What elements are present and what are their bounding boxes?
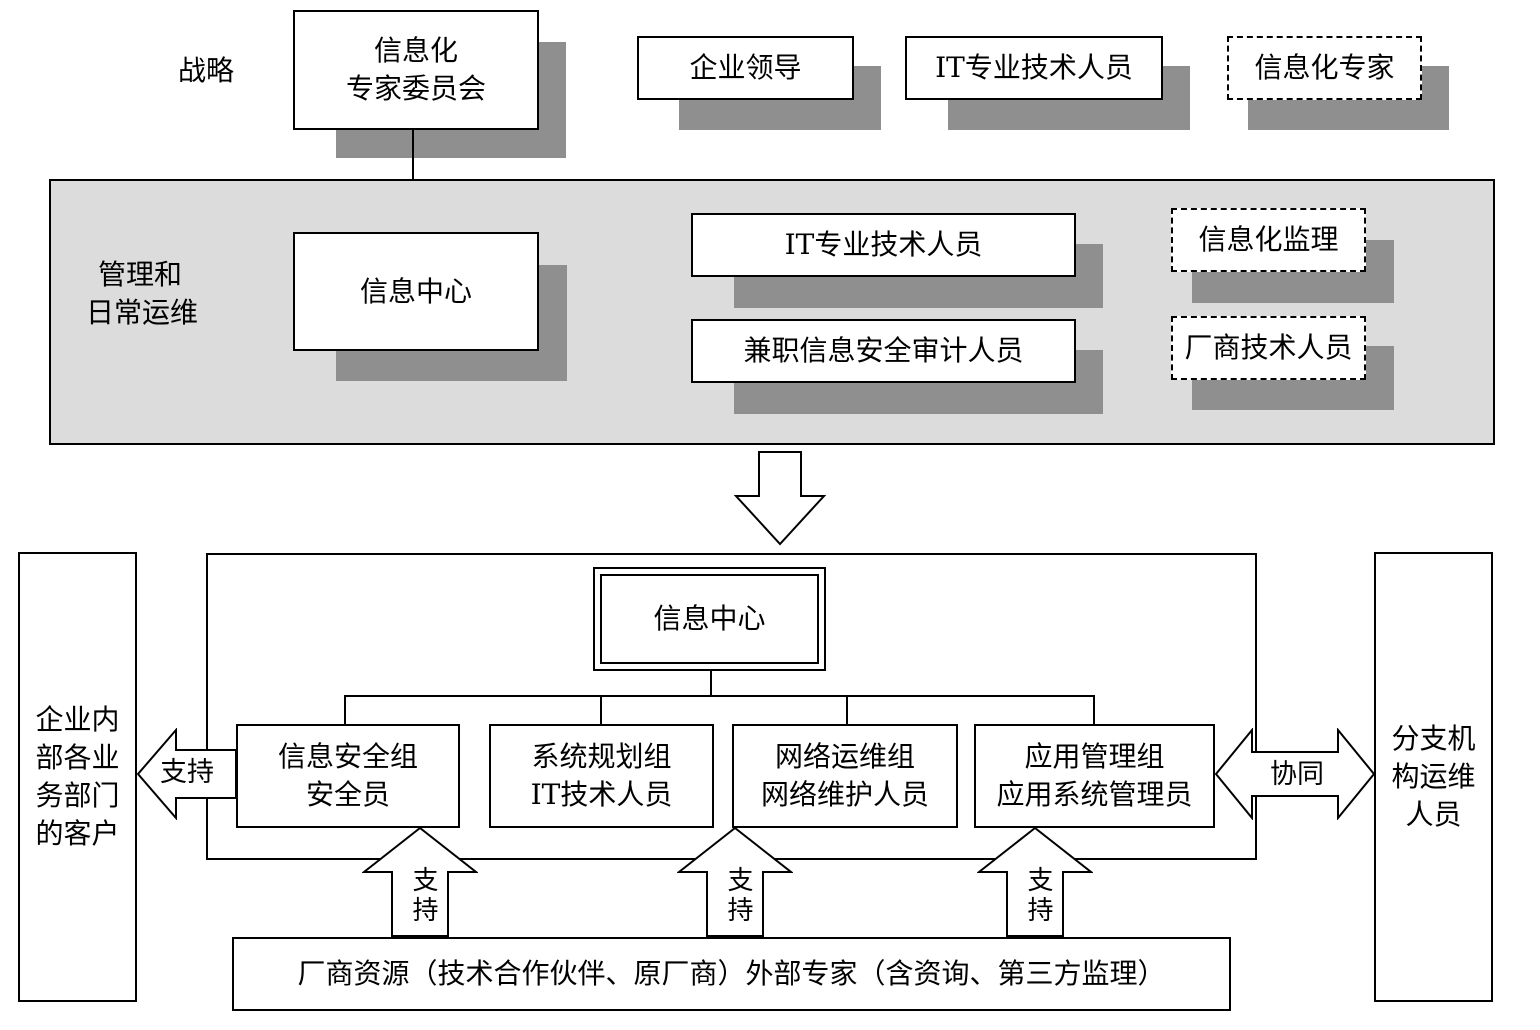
support-up-label-2: 支持 bbox=[723, 866, 753, 926]
branch-line3: 人员 bbox=[1405, 798, 1462, 831]
clients-line4: 的客户 bbox=[35, 817, 120, 850]
network-group-line2: 网络维护人员 bbox=[760, 778, 929, 811]
tree-trunk bbox=[710, 671, 712, 696]
application-group-box: 应用管理组 应用系统管理员 bbox=[974, 724, 1215, 828]
support-up-label-1: 支持 bbox=[408, 866, 438, 926]
clients-line3: 务部门 bbox=[35, 779, 120, 812]
support-up-arrow-1 bbox=[362, 826, 478, 937]
informatization-experts-box: 信息化专家 bbox=[1227, 36, 1422, 100]
planning-group-box: 系统规划组 IT技术人员 bbox=[489, 724, 714, 828]
branch-ops-box: 分支机 构运维 人员 bbox=[1374, 552, 1493, 1002]
clients-line1: 企业内 bbox=[35, 703, 120, 736]
business-clients-box: 企业内 部各业 务部门 的客户 bbox=[18, 552, 137, 1002]
enterprise-leaders-box: 企业领导 bbox=[637, 36, 854, 100]
security-group-line2: 安全员 bbox=[305, 778, 390, 811]
strategy-label: 战略 bbox=[178, 54, 235, 87]
tree-drop-2 bbox=[600, 695, 602, 725]
tree-bar bbox=[344, 695, 1094, 697]
strategy-it-staff-box: IT专业技术人员 bbox=[905, 36, 1163, 100]
support-up-arrow-3 bbox=[977, 826, 1093, 937]
committee-line1: 信息化 bbox=[373, 34, 458, 67]
application-group-line2: 应用系统管理员 bbox=[996, 778, 1193, 811]
clients-line2: 部各业 bbox=[35, 741, 120, 774]
committee-to-center-line bbox=[412, 130, 414, 214]
network-group-box: 网络运维组 网络维护人员 bbox=[732, 724, 958, 828]
planning-group-line2: IT技术人员 bbox=[530, 778, 673, 811]
mgmt-audit-staff-box: 兼职信息安全审计人员 bbox=[691, 319, 1076, 383]
support-up-arrow-2 bbox=[677, 826, 793, 937]
security-group-line1: 信息安全组 bbox=[277, 740, 418, 773]
management-label-line1: 管理和 bbox=[98, 258, 183, 291]
support-left-arrow bbox=[136, 728, 237, 820]
network-group-line1: 网络运维组 bbox=[774, 740, 915, 773]
mgmt-info-center-box: 信息中心 bbox=[293, 232, 539, 351]
vendor-tech-staff-box: 厂商技术人员 bbox=[1171, 316, 1366, 380]
informatization-supervision-box: 信息化监理 bbox=[1171, 208, 1366, 272]
external-resources-box: 厂商资源（技术合作伙伴、原厂商）外部专家（含资询、第三方监理） bbox=[232, 937, 1231, 1011]
expert-committee-box: 信息化 专家委员会 bbox=[293, 10, 539, 130]
org-info-center-box: 信息中心 bbox=[600, 574, 819, 664]
tree-drop-1 bbox=[344, 695, 346, 725]
branch-line1: 分支机 bbox=[1391, 722, 1476, 755]
management-label-line2: 日常运维 bbox=[86, 296, 199, 329]
support-left-label: 支持 bbox=[160, 757, 214, 788]
committee-line2: 专家委员会 bbox=[345, 72, 486, 105]
tree-drop-4 bbox=[1093, 695, 1095, 725]
planning-group-line1: 系统规划组 bbox=[531, 740, 672, 773]
security-group-box: 信息安全组 安全员 bbox=[236, 724, 460, 828]
cooperation-label: 协同 bbox=[1270, 759, 1324, 790]
tree-drop-3 bbox=[846, 695, 848, 725]
application-group-line1: 应用管理组 bbox=[1024, 740, 1165, 773]
mgmt-it-staff-box: IT专业技术人员 bbox=[691, 213, 1076, 277]
support-up-label-3: 支持 bbox=[1023, 866, 1053, 926]
big-down-arrow bbox=[733, 451, 827, 546]
cooperation-double-arrow bbox=[1214, 728, 1376, 820]
branch-line2: 构运维 bbox=[1391, 760, 1476, 793]
